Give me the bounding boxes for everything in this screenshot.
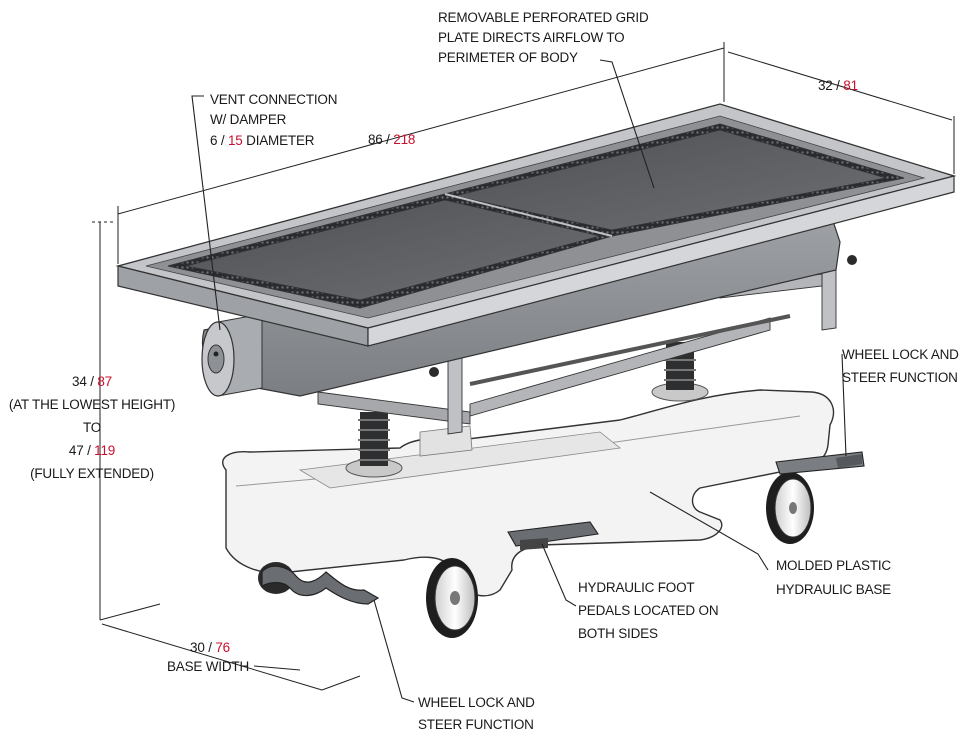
hydraulic-foot-pedal xyxy=(507,521,599,550)
wheel-lock-pedal-rear xyxy=(775,451,865,475)
hydraulic-column-left xyxy=(345,412,403,478)
svg-text:STEER FUNCTION: STEER FUNCTION xyxy=(842,370,958,385)
svg-text:REMOVABLE PERFORATED GRID: REMOVABLE PERFORATED GRID xyxy=(438,10,649,25)
label-foot-pedals: HYDRAULIC FOOT PEDALS LOCATED ON BOTH SI… xyxy=(578,580,719,641)
svg-text:BASE WIDTH: BASE WIDTH xyxy=(167,659,249,674)
molded-plastic-base xyxy=(222,389,835,597)
svg-text:47 / 119: 47 / 119 xyxy=(69,443,115,458)
svg-text:WHEEL LOCK AND: WHEEL LOCK AND xyxy=(842,347,959,362)
svg-text:HYDRAULIC BASE: HYDRAULIC BASE xyxy=(776,582,891,597)
svg-text:WHEEL LOCK AND: WHEEL LOCK AND xyxy=(418,695,535,710)
rear-right-wheel xyxy=(766,472,814,544)
dimension-length-line xyxy=(117,42,725,264)
svg-text:(FULLY EXTENDED): (FULLY EXTENDED) xyxy=(30,466,154,481)
leader-lines xyxy=(191,59,847,703)
label-grid-plate: REMOVABLE PERFORATED GRID PLATE DIRECTS … xyxy=(438,10,649,65)
svg-text:STEER FUNCTION: STEER FUNCTION xyxy=(418,717,534,732)
label-height: 34 / 87 (AT THE LOWEST HEIGHT) TO 47 / 1… xyxy=(9,374,176,481)
dimension-base-width-line xyxy=(101,623,361,691)
label-wheel-lock-right: WHEEL LOCK AND STEER FUNCTION xyxy=(842,347,959,385)
dimension-width-line xyxy=(727,51,955,174)
svg-text:MOLDED PLASTIC: MOLDED PLASTIC xyxy=(776,558,891,573)
wheel-lock-pedal-front xyxy=(261,565,380,605)
svg-text:34 / 87: 34 / 87 xyxy=(72,374,112,389)
label-wheel-lock-bottom: WHEEL LOCK AND STEER FUNCTION xyxy=(418,695,535,732)
svg-text:PERIMETER OF BODY: PERIMETER OF BODY xyxy=(438,50,578,65)
svg-text:PEDALS LOCATED ON: PEDALS LOCATED ON xyxy=(578,603,718,618)
vent-diameter-text: 6 / 15 DIAMETER xyxy=(210,133,315,148)
label-vent-connection: VENT CONNECTION W/ DAMPER 6 / 15 DIAMETE… xyxy=(210,92,337,148)
length-dimension-label: 86 / 218 xyxy=(368,132,415,147)
vent-connection xyxy=(201,313,263,397)
dimension-height-line xyxy=(92,221,161,621)
svg-text:W/ DAMPER: W/ DAMPER xyxy=(210,112,287,127)
svg-text:PLATE DIRECTS AIRFLOW TO: PLATE DIRECTS AIRFLOW TO xyxy=(438,30,625,45)
svg-text:HYDRAULIC FOOT: HYDRAULIC FOOT xyxy=(578,580,694,595)
svg-text:VENT CONNECTION: VENT CONNECTION xyxy=(210,92,337,107)
width-dimension-label: 32 / 81 xyxy=(818,78,858,93)
svg-text:BOTH SIDES: BOTH SIDES xyxy=(578,626,658,641)
label-base-width: 30 / 76 BASE WIDTH xyxy=(167,640,249,674)
front-left-wheel xyxy=(426,558,478,638)
svg-text:(AT THE LOWEST HEIGHT): (AT THE LOWEST HEIGHT) xyxy=(9,397,175,412)
svg-text:30 / 76: 30 / 76 xyxy=(190,640,230,655)
perforated-grid-plate xyxy=(167,123,905,309)
label-molded-base: MOLDED PLASTIC HYDRAULIC BASE xyxy=(776,558,892,597)
svg-text:TO: TO xyxy=(83,420,101,435)
